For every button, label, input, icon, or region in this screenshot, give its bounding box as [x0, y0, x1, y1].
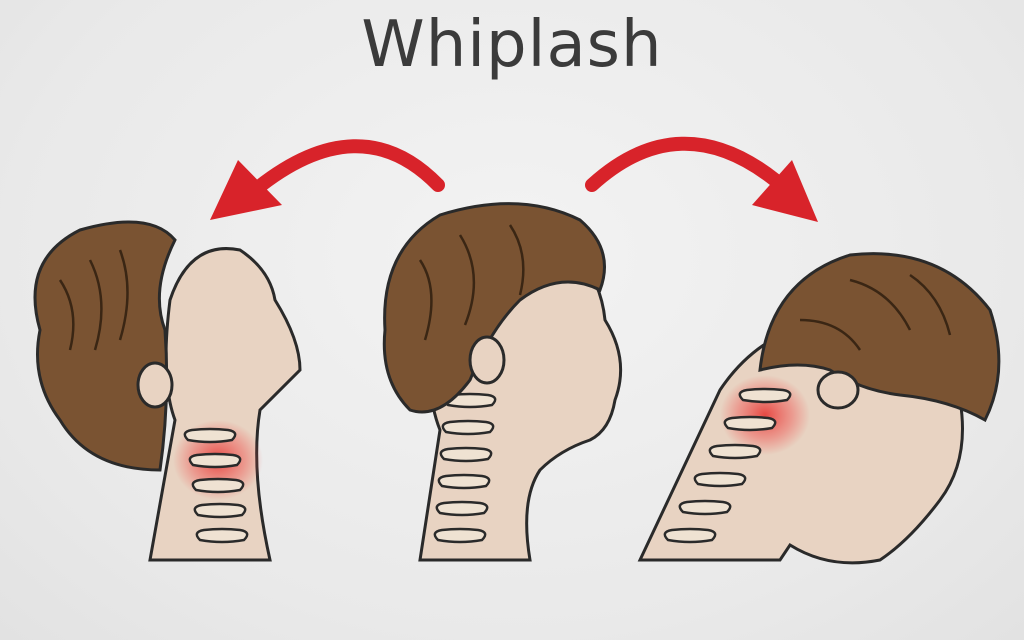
- ear: [468, 335, 506, 385]
- arrow-left-icon: [210, 139, 445, 220]
- figure-extension: [33, 220, 302, 562]
- page-title: Whiplash: [361, 8, 663, 82]
- hair: [33, 220, 177, 472]
- figure-neutral: [382, 202, 623, 562]
- figure-flexion: [637, 252, 1001, 565]
- pain-area: [720, 375, 810, 455]
- ear: [816, 370, 860, 410]
- hair: [382, 202, 606, 414]
- arrow-right-icon: [585, 136, 818, 222]
- ear: [136, 361, 174, 409]
